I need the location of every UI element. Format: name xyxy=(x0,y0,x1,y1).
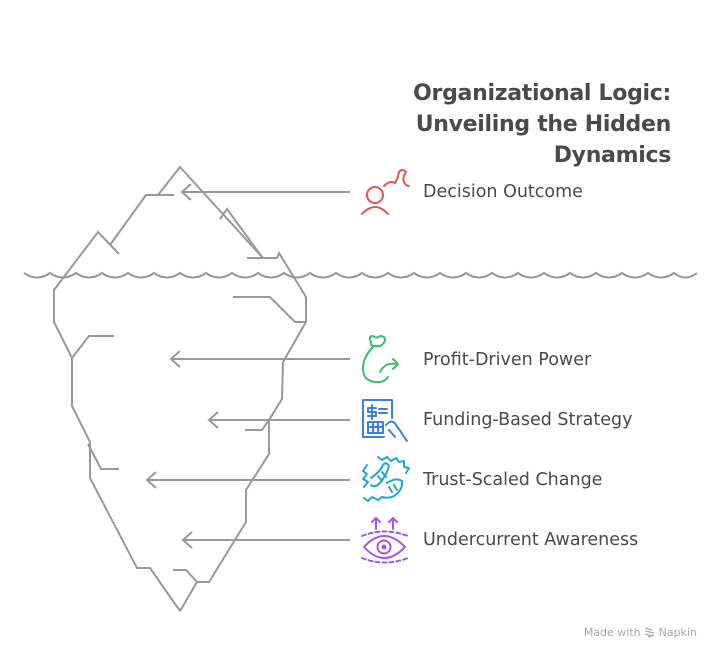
title-line-2: Unveiling the Hidden xyxy=(415,112,672,137)
eye-arrows-up-icon xyxy=(361,517,409,564)
title-line-1: Organizational Logic: xyxy=(413,81,671,106)
water-line xyxy=(23,271,698,279)
label-funding-based-strategy: Funding-Based Strategy xyxy=(423,410,633,430)
iceberg-crack-bottom xyxy=(173,569,198,583)
financial-document-hand-icon xyxy=(362,399,408,442)
label-undercurrent-awareness: Undercurrent Awareness xyxy=(423,530,639,550)
iceberg-crack-middle-right xyxy=(245,419,270,431)
title-line-3: Dynamics xyxy=(553,143,672,168)
arrow-undercurrent-awareness xyxy=(181,531,350,549)
iceberg-crack-upper-left xyxy=(71,335,114,359)
iceberg-left-ledge xyxy=(109,194,174,246)
diagram-title: Organizational Logic: Unveiling the Hidd… xyxy=(351,78,671,171)
footer-attribution: Made with Napkin xyxy=(584,626,697,639)
handshake-icon xyxy=(362,456,410,502)
iceberg xyxy=(53,165,307,612)
iceberg-small-peak-left xyxy=(53,230,181,612)
iceberg-small-peak-right xyxy=(219,207,263,258)
arrow-profit-driven-power xyxy=(169,350,350,368)
arrow-funding-based-strategy xyxy=(207,411,350,429)
money-bag-arrow-icon xyxy=(362,335,399,384)
arrow-decision-outcome xyxy=(180,183,350,201)
label-trust-scaled-change: Trust-Scaled Change xyxy=(423,470,603,490)
label-decision-outcome: Decision Outcome xyxy=(423,182,583,202)
footer-made-with: Made with xyxy=(583,626,641,639)
footer-brand: Napkin xyxy=(658,626,697,639)
napkin-logo-icon xyxy=(644,627,654,638)
person-idea-icon xyxy=(361,169,410,215)
label-profit-driven-power: Profit-Driven Power xyxy=(423,350,592,370)
iceberg-left-slope xyxy=(157,165,264,259)
iceberg-crack-upper-right xyxy=(233,296,306,323)
iceberg-crack-middle-left xyxy=(87,443,119,470)
iceberg-right-ledge xyxy=(179,250,307,612)
arrow-trust-scaled-change xyxy=(145,471,350,489)
